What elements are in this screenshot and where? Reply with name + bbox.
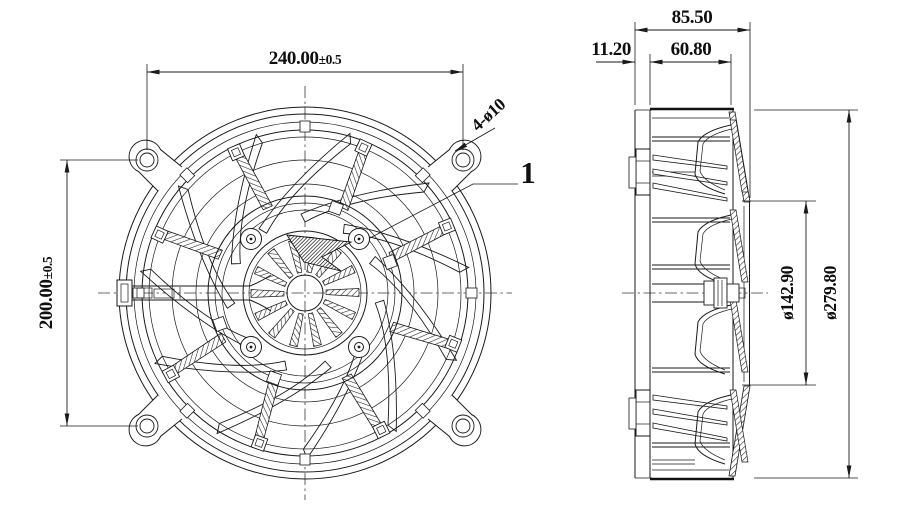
screw-boss xyxy=(240,228,262,250)
dim-total-depth: 85.50 xyxy=(634,7,751,198)
dim-total-depth-text: 85.50 xyxy=(672,7,713,28)
balloon-1: 1 xyxy=(369,155,536,239)
side-tab-boss-bottom xyxy=(628,389,651,437)
side-hub xyxy=(652,277,746,309)
dim-inner-diameter-text: ø142.90 xyxy=(777,265,797,320)
side-grille-bars xyxy=(652,136,730,465)
wire-channel xyxy=(116,274,272,312)
side-view: 85.50 11.20 60.80 ø142.90 ø279.80 xyxy=(591,7,858,481)
front-view: 240.00±0.5 200.00±0.5 4-ø10 1 xyxy=(36,48,536,500)
dim-flange-depth-text: 11.20 xyxy=(591,39,631,60)
hub-cutout-wedge xyxy=(286,234,353,272)
screw-boss xyxy=(240,336,262,358)
holes-callout-text: 4-ø10 xyxy=(467,94,510,135)
dim-height-text: 200.00±0.5 xyxy=(36,256,57,329)
dim-width: 240.00±0.5 xyxy=(146,48,464,150)
motor-mount xyxy=(207,195,403,391)
dim-body-depth-text: 60.80 xyxy=(671,39,712,60)
dim-inner-diameter: ø142.90 xyxy=(742,200,816,386)
balloon-1-text: 1 xyxy=(520,155,536,190)
screw-boss xyxy=(348,336,370,358)
dim-outer-diameter: ø279.80 xyxy=(754,109,858,479)
dim-flange-depth: 11.20 xyxy=(591,39,635,65)
dim-height: 200.00±0.5 xyxy=(36,159,138,427)
screw-boss xyxy=(348,228,370,250)
motor-hub xyxy=(242,230,368,356)
dim-outer-diameter-text: ø279.80 xyxy=(820,265,840,320)
side-tab-boss-top xyxy=(628,148,651,196)
dim-width-text: 240.00±0.5 xyxy=(269,48,342,69)
dim-body-depth: 60.80 xyxy=(649,39,732,105)
